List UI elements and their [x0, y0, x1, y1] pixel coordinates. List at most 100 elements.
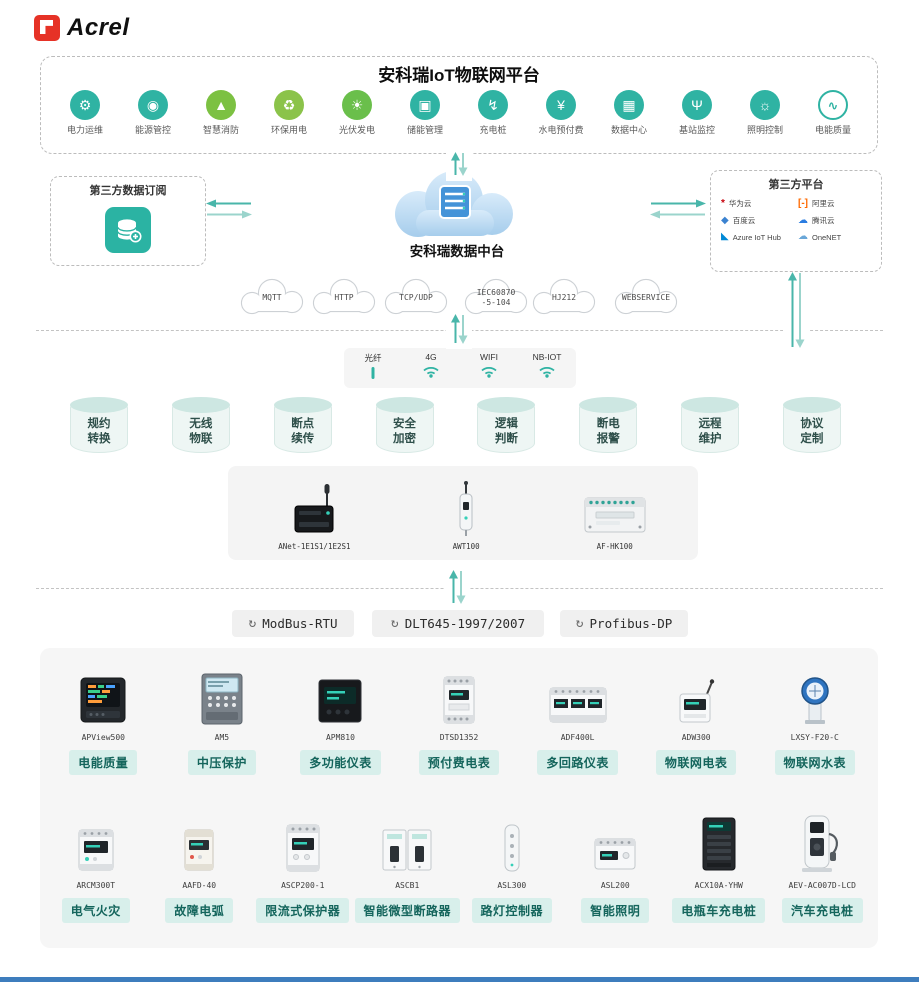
am5-device-image — [163, 664, 282, 726]
device-category-badge: 物联网电表 — [655, 750, 737, 775]
solar-pv-icon: ☀ — [342, 90, 372, 120]
ascp200-device-image — [251, 812, 355, 874]
apm810-device-image — [281, 664, 400, 726]
third-party-platform-4: ◣ Azure IoT Hub — [721, 232, 794, 242]
network-type-1: 4G — [402, 348, 460, 388]
wifi-icon — [518, 364, 576, 378]
third-party-label: 华为云 — [728, 199, 752, 208]
ev-charging-icon: ↯ — [478, 90, 508, 120]
capability-3: 安全加密 — [375, 397, 434, 453]
device-model: ASCP200-1 — [281, 881, 325, 890]
capability-1: 无线物联 — [171, 397, 230, 453]
azure-iot-logo: ◣ — [721, 231, 729, 242]
network-label: 光纤 — [364, 353, 382, 363]
arcm300t-device-image — [44, 812, 148, 874]
ascb1-device-image — [355, 812, 461, 874]
afhk100-device-image — [582, 480, 648, 538]
app-label: 电能质量 — [814, 125, 851, 135]
device-category-badge: 多功能仪表 — [300, 750, 381, 775]
wifi-icon — [402, 364, 460, 378]
up-down-arrow-tall — [783, 272, 809, 353]
row2-device-3: ASCB1 智能微型断路器 — [354, 812, 461, 923]
link-icon: ↻ — [575, 616, 584, 631]
datacenter-icon: ▦ — [614, 90, 644, 120]
device-category-badge: 多回路仪表 — [537, 750, 618, 775]
platform-app-7: ¥ 水电预付费 — [531, 90, 591, 136]
row2-device-4: ASL300 路灯控制器 — [460, 812, 564, 923]
device-model: LXSY-F20-C — [790, 733, 839, 742]
platform-app-4: ☀ 光伏发电 — [327, 90, 387, 136]
left-right-arrow — [650, 198, 706, 225]
protocol-cloud-label: TCP/UDP — [399, 292, 433, 302]
platform-app-2: ▲ 智慧消防 — [191, 90, 251, 136]
platform-app-8: ▦ 数据中心 — [599, 90, 659, 136]
platform-title: 安科瑞IoT物联网平台 — [378, 66, 540, 85]
anet-device-image — [278, 480, 350, 538]
brand-name: Acrel — [67, 14, 130, 41]
left-right-arrow — [206, 198, 252, 225]
third-party-subscription-box: 第三方数据订阅 — [50, 176, 206, 266]
row1-device-5: ADW300 物联网电表 — [637, 664, 756, 775]
third-party-platform-0: * 华为云 — [721, 198, 794, 209]
platform-app-5: ▣ 储能管理 — [395, 90, 455, 136]
row1-device-1: AM5 中压保护 — [163, 664, 282, 775]
apview500-device-image — [44, 664, 163, 726]
device-category-badge: 智能微型断路器 — [354, 898, 461, 923]
row1-device-3: DTSD1352 预付费电表 — [400, 664, 519, 775]
gateway-devices-box: ANet-1E1S1/1E2S1 AWT100 AF-HK100 — [228, 466, 698, 560]
capability-7: 协议定制 — [782, 397, 841, 453]
gateway-0: ANet-1E1S1/1E2S1 — [278, 480, 351, 551]
gateway-2: AF-HK100 — [582, 480, 648, 551]
field-protocol-label: DLT645-1997/2007 — [404, 616, 526, 631]
capability-label: 逻辑判断 — [494, 418, 518, 445]
platform-app-6: ↯ 充电桩 — [463, 90, 523, 136]
device-model: ASL300 — [497, 881, 527, 890]
capability-label: 断电报警 — [596, 418, 620, 445]
device-category-badge: 电瓶车充电桩 — [672, 898, 766, 923]
protocol-cloud-4: HJ212 — [526, 276, 602, 318]
third-party-platform-3: ☁ 腾讯云 — [798, 215, 871, 226]
network-label: NB-IOT — [532, 352, 562, 362]
capability-label: 安全加密 — [393, 418, 417, 445]
device-category-badge: 电气火灾 — [61, 898, 130, 923]
gateway-model: AF-HK100 — [596, 542, 633, 551]
third-party-subscription-title: 第三方数据订阅 — [89, 185, 167, 197]
protocol-cloud-3: IEC60870-5-104 — [458, 276, 534, 318]
protocol-cloud-1: HTTP — [306, 276, 382, 318]
third-party-label: 阿里云 — [812, 199, 835, 208]
bottom-accent-bar — [0, 977, 919, 982]
wifi-icon — [460, 364, 518, 378]
platform-apps-row: ⚙ 电力运维 ◉ 能源管控 ▲ 智慧消防 ♻ 环保用电 ☀ 光伏发电 ▣ 储能管… — [55, 90, 863, 136]
app-label: 光伏发电 — [338, 125, 375, 135]
capability-label: 协议定制 — [800, 418, 824, 445]
link-icon: ↻ — [248, 616, 257, 631]
app-label: 水电预付费 — [538, 125, 584, 135]
protocol-cloud-2: TCP/UDP — [378, 276, 454, 318]
energy-storage-icon: ▣ — [410, 90, 440, 120]
platform-app-1: ◉ 能源管控 — [123, 90, 183, 136]
third-party-platform-title: 第三方平台 — [768, 179, 824, 191]
capability-label: 断点续传 — [291, 418, 315, 445]
platform-app-11: ∿ 电能质量 — [803, 90, 863, 136]
app-label: 能源管控 — [134, 125, 171, 135]
protocol-cloud-label: HTTP — [334, 292, 354, 302]
gateway-model: ANet-1E1S1/1E2S1 — [278, 542, 351, 551]
capability-0: 规约转换 — [70, 397, 128, 453]
row2-device-7: AEV-AC007D-LCD 汽车充电桩 — [771, 812, 875, 923]
third-party-platform-1: [-] 阿里云 — [798, 198, 871, 209]
network-label: WIFI — [480, 352, 498, 362]
network-type-0: 光纤 — [344, 348, 402, 388]
third-party-platform-2: ◆ 百度云 — [721, 215, 794, 226]
device-model: AEV-AC007D-LCD — [788, 881, 856, 890]
device-model: DTSD1352 — [439, 733, 479, 742]
device-category-badge: 路灯控制器 — [471, 898, 553, 923]
capability-2: 断点续传 — [273, 397, 332, 453]
network-type-3: NB-IOT — [518, 348, 576, 388]
device-category-badge: 预付费电表 — [418, 750, 500, 775]
data-hub-label: 安科瑞数据中台 — [409, 244, 505, 259]
device-model: APView500 — [81, 733, 125, 742]
field-protocol-label: ModBus-RTU — [262, 616, 338, 631]
device-model: ADW300 — [681, 733, 711, 742]
eco-power-icon: ♻ — [274, 90, 304, 120]
